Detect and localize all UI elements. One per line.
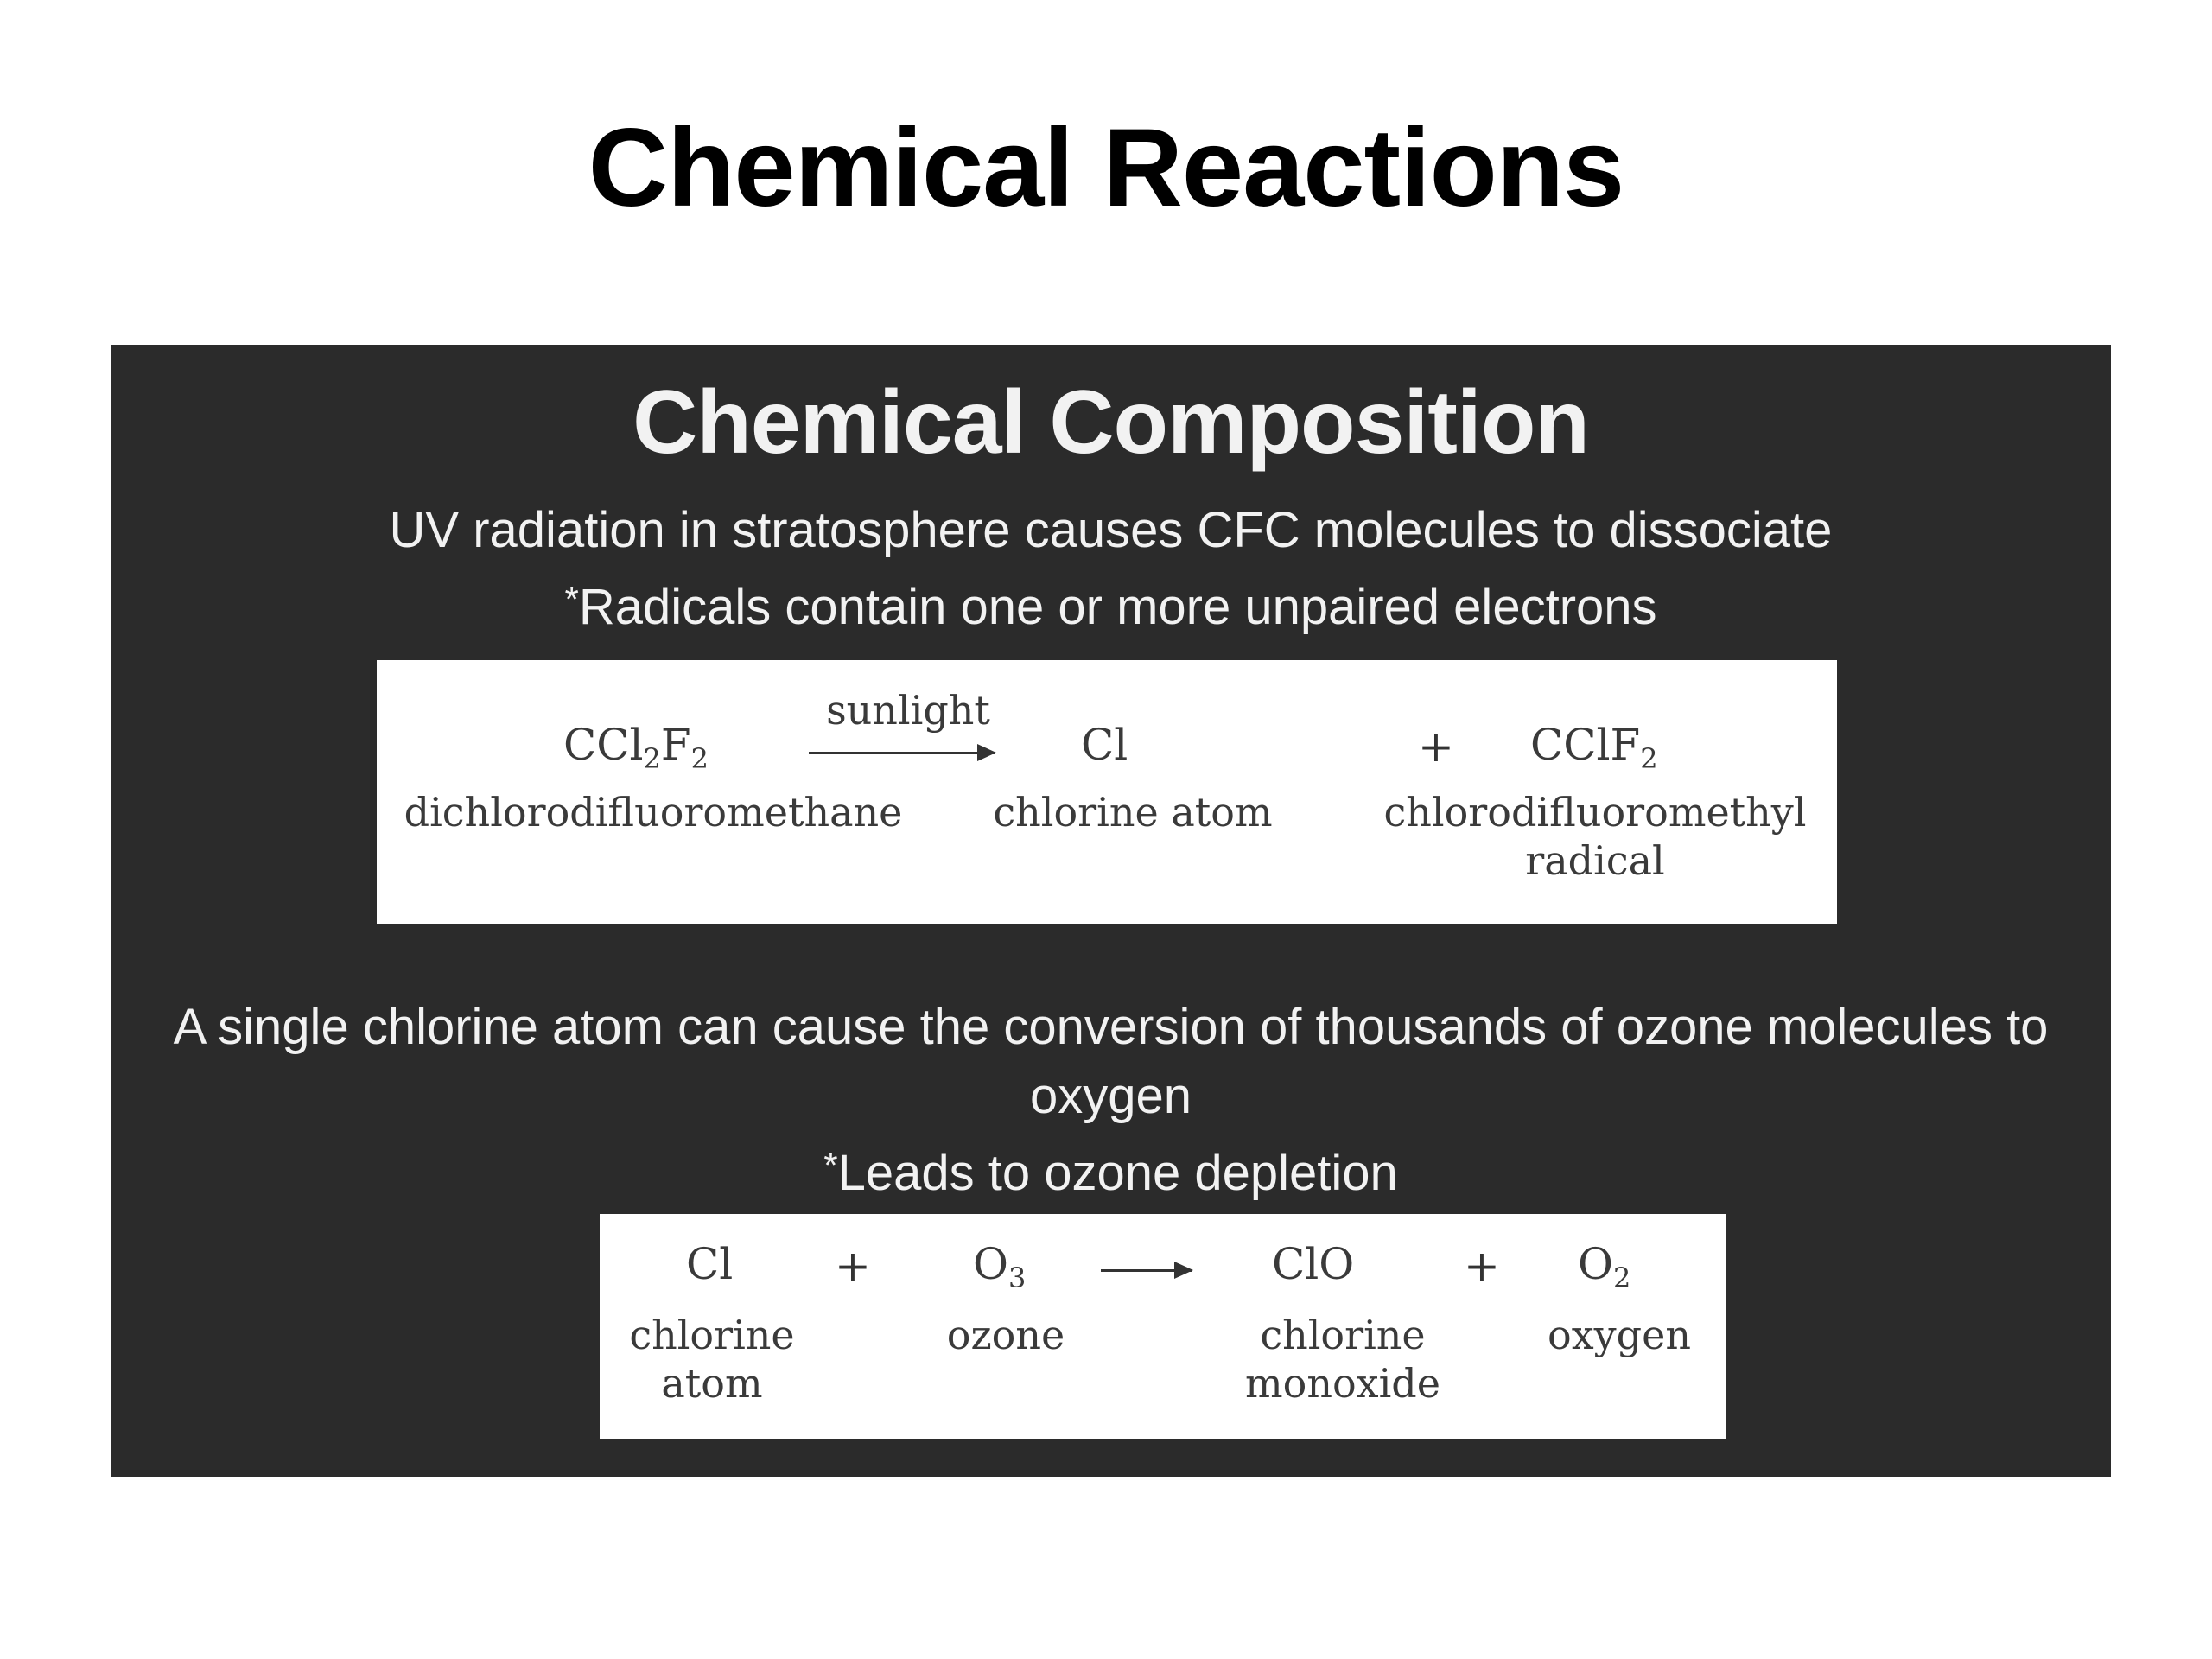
reactant-name: dichlorodifluoromethane	[404, 789, 903, 836]
reaction-arrow	[809, 744, 996, 761]
intro-line-2: *Radicals contain one or more unpaired e…	[111, 565, 2111, 642]
product-2-name: oxygen	[1548, 1312, 1691, 1358]
asterisk: *	[823, 1145, 838, 1185]
reactant-2-name: ozone	[946, 1312, 1065, 1358]
reactant-formula: CCl2F2	[563, 720, 709, 775]
asterisk: *	[564, 579, 579, 620]
reactant-2-formula: O3	[973, 1239, 1027, 1294]
intro-line-1: UV radiation in stratosphere causes CFC …	[389, 502, 1833, 558]
reactant-1-name: chlorine atom	[629, 1312, 795, 1407]
depletion-line-1: A single chlorine atom can cause the con…	[173, 999, 2049, 1055]
product-1-formula: ClO	[1272, 1239, 1355, 1289]
slide-title: Chemical Reactions	[588, 106, 1624, 230]
reactant-1-formula: Cl	[686, 1239, 734, 1289]
product-2-formula: O2	[1578, 1239, 1631, 1294]
arrow-label: sunlight	[826, 687, 990, 734]
panel-heading: Chemical Composition	[632, 372, 1590, 473]
product-2-formula: CClF2	[1530, 720, 1658, 775]
content-panel: Chemical Composition UV radiation in str…	[111, 345, 2111, 1477]
product-1-name: chlorine monoxide	[1245, 1312, 1440, 1407]
intro-text: UV radiation in stratosphere causes CFC …	[111, 496, 2111, 642]
product-1-name: chlorine atom	[993, 789, 1273, 836]
depletion-line-3-text: Leads to ozone depletion	[837, 1145, 1398, 1201]
product-2-name: chlorodifluoromethyl radical	[1383, 789, 1807, 884]
depletion-line-3: *Leads to ozone depletion	[111, 1131, 2111, 1208]
product-1-formula: Cl	[1081, 720, 1128, 770]
equation-2-box: Cl chlorine atom + O3 ozone ClO chlorine…	[600, 1214, 1726, 1439]
plus-sign-1: +	[835, 1241, 871, 1291]
plus-sign-2: +	[1464, 1241, 1500, 1291]
intro-line-2-text: Radicals contain one or more unpaired el…	[578, 579, 1657, 635]
depletion-text: A single chlorine atom can cause the con…	[111, 993, 2111, 1208]
depletion-line-2: oxygen	[1029, 1068, 1192, 1124]
plus-sign: +	[1418, 721, 1454, 772]
equation-1-box: CCl2F2 dichlorodifluoromethane sunlight …	[377, 660, 1837, 924]
reaction-arrow	[1101, 1262, 1193, 1279]
